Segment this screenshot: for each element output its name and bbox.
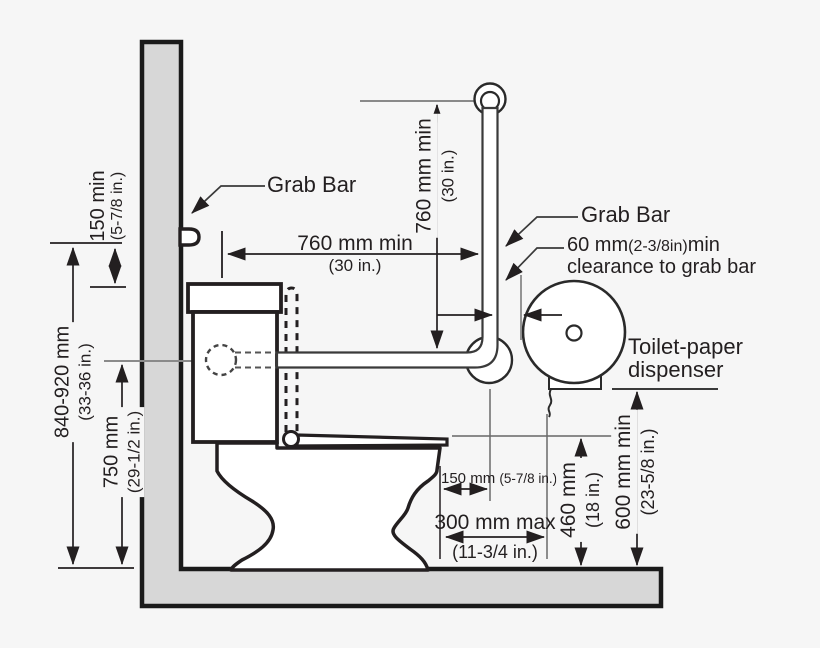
wall-and-floor [139,39,664,609]
dim-bar-tank-clearance-in: (5-7/8 in.) [109,171,127,241]
dim-bar-tank-clearance: 150 min (5-7/8 in.) [87,170,127,241]
dim-rear-bar-height: 840-920 mm (33-36 in.) [50,321,96,443]
dim-rear-bar-height-in: (33-36 in.) [74,321,96,443]
grab-bar-pipe [275,106,499,369]
toilet-tank [191,310,279,444]
dim-seat-to-bar-mm: 150 mm [441,470,496,487]
leader-lines [191,185,578,281]
dim-seat-to-dispenser-in: (11-3/4 in.) [452,542,538,562]
dim-side-bar-length-in: (30 in.) [328,256,382,275]
leader-grab-bar-left [191,185,265,214]
toilet-paper-dispenser [521,279,627,418]
dim-side-bar-height-mm: 750 mm [99,406,124,498]
toilet-tank-lid [186,282,283,314]
grab-bar-left-label: Grab Bar [267,172,357,197]
dim-seat-height-mm: 460 mm [556,458,582,542]
toilet [186,282,449,572]
dim-bar-tank-clearance-mm: 150 min [86,170,109,242]
dim-seat-to-dispenser: 300 mm max (11-3/4 in.) [433,511,557,563]
clearance-value: 60 mm [567,234,629,256]
dim-dispenser-height-in: (23-5/8 in.) [636,410,659,534]
dim-dispenser-height-mm: 600 mm min [611,410,637,534]
dim-seat-to-dispenser-mm: 300 mm max [434,511,556,534]
dim-vertical-bar-mm: 760 mm min [411,114,438,238]
leader-grab-bar-right [505,216,578,247]
toilet-bowl [215,441,442,572]
dim-vertical-bar-in: (30 in.) [437,114,459,238]
clearance-line2: clearance to grab bar [567,256,757,278]
clearance-value-in: (2-3/8in) [628,238,688,255]
hidden-flange-dashed [204,343,238,377]
side-grab-bar [204,82,514,385]
dim-seat-height: 460 mm (18 in.) [556,458,604,542]
seat-hinge [282,430,300,448]
grab-bar-right-label: Grab Bar [581,202,671,227]
dim-side-bar-height-in: (29-1/2 in.) [123,406,145,498]
leader-clearance [505,247,564,281]
dispenser-label-line1: Toilet-paper [628,334,743,359]
roll-core [565,324,583,342]
dim-dispenser-height: 600 mm min (23-5/8 in.) [611,410,659,534]
dim-seat-to-bar: 150 mm (5-7/8 in.) [441,470,557,487]
dim-seat-to-bar-in: (5-7/8 in.) [499,471,558,486]
dispenser-label: Toilet-paper dispenser [628,335,743,381]
toilet-seat [295,433,449,448]
dim-side-bar-length: 760 mm min (30 in.) [288,232,422,276]
paper-tail [547,388,553,418]
dim-rear-bar-height-mm: 840-920 mm [50,321,75,443]
dim-side-bar-height: 750 mm (29-1/2 in.) [99,406,145,498]
clearance-min: min [687,234,720,256]
dim-side-bar-length-mm: 760 mm min [297,232,413,255]
rear-grab-bar [178,227,201,247]
clearance-line1: 60 mm(2-3/8in)min [567,235,756,257]
extension-lines [50,231,718,569]
clearance-label: 60 mm(2-3/8in)min clearance to grab bar [567,235,756,277]
dim-vertical-bar: 760 mm min (30 in.) [411,114,459,238]
toilet-lid-up-dashed [284,286,299,432]
dim-seat-height-in: (18 in.) [581,458,604,542]
dispenser-label-line2: dispenser [628,357,724,382]
